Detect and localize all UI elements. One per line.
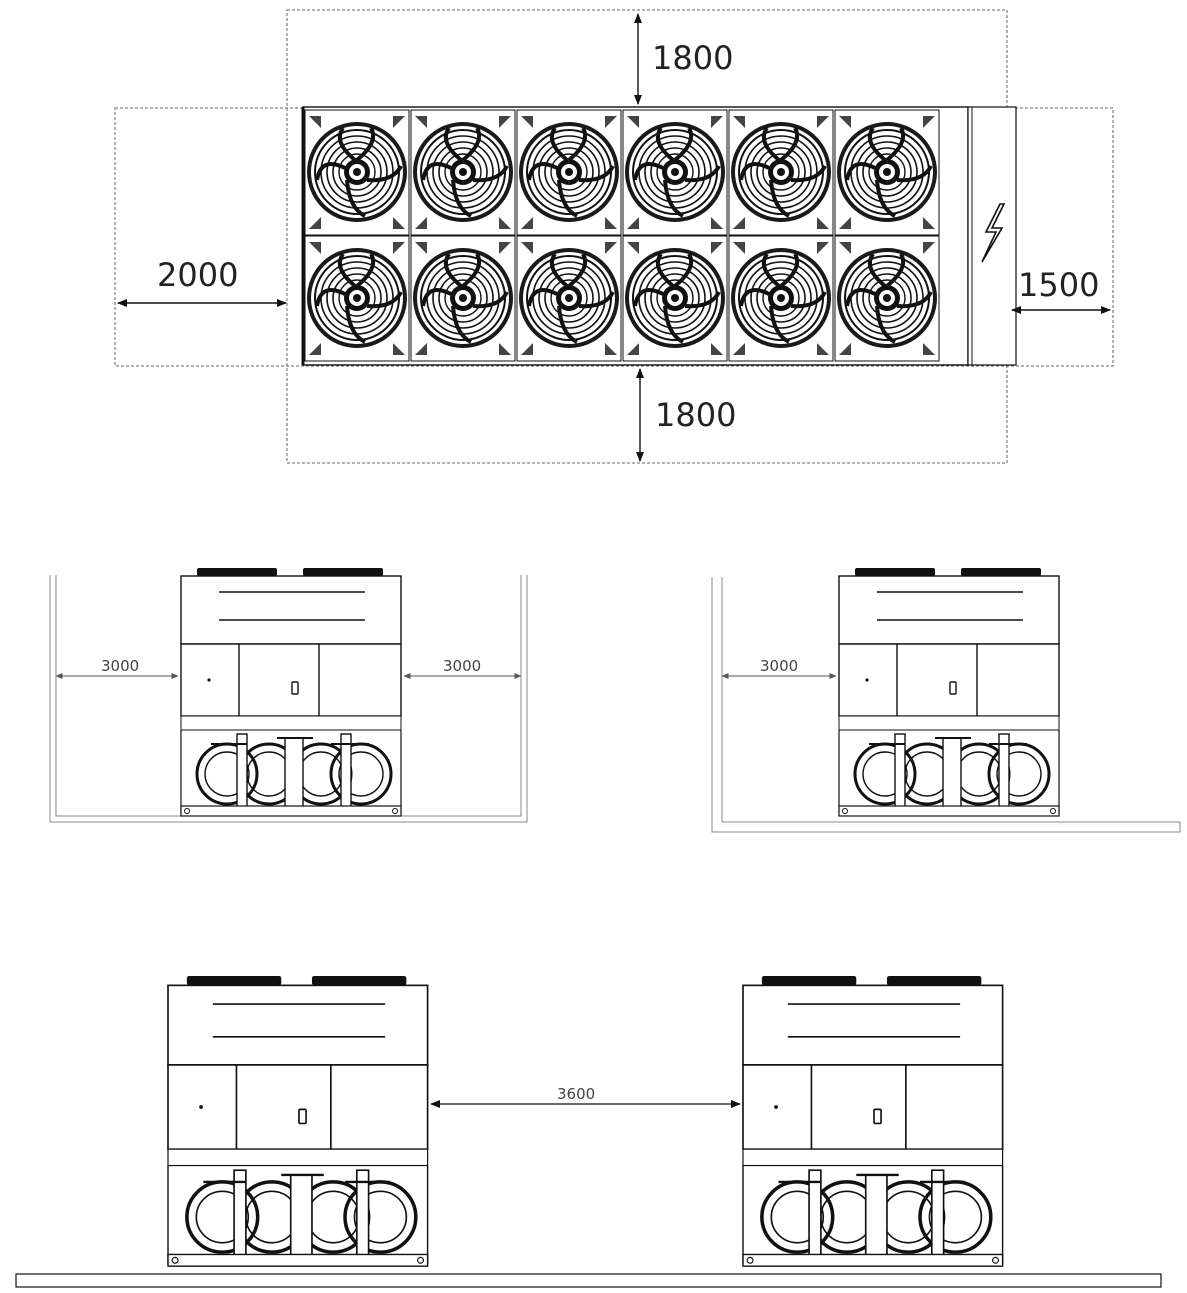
fan-module	[411, 236, 515, 361]
fan-module	[623, 110, 727, 235]
between-units-label: 3600	[557, 1085, 595, 1103]
wall-right-clearance-label: 3000	[443, 657, 481, 675]
unit-right	[741, 974, 1005, 1268]
wall-left-clearance-label: 3000	[101, 657, 139, 675]
fan-module	[729, 110, 833, 235]
single-wall-clearance-label: 3000	[760, 657, 798, 675]
elevation-one-wall: 3000	[711, 566, 1181, 833]
elevation-between-walls: 3000 3000	[49, 566, 528, 823]
clearance-left-label: 2000	[157, 256, 238, 294]
fan-module	[517, 110, 621, 235]
fan-module	[411, 110, 515, 235]
unit-left	[166, 974, 430, 1268]
clearance-right-label: 1500	[1018, 266, 1099, 304]
elevation-two-units: 3600	[15, 974, 1162, 1288]
clearance-top-label: 1800	[652, 39, 733, 77]
fan-module	[305, 110, 409, 235]
fan-module	[835, 110, 939, 235]
fan-module	[835, 236, 939, 361]
fan-module	[517, 236, 621, 361]
plan-view: 1800 1800 2000 1500	[114, 9, 1114, 464]
lightning-bolt-icon	[981, 203, 1006, 263]
clearance-bottom-label: 1800	[655, 396, 736, 434]
fan-module	[305, 236, 409, 361]
ground-slab	[15, 1273, 1162, 1288]
clearance-zone-horizontal	[114, 107, 1114, 367]
fan-module	[729, 236, 833, 361]
fan-module	[623, 236, 727, 361]
